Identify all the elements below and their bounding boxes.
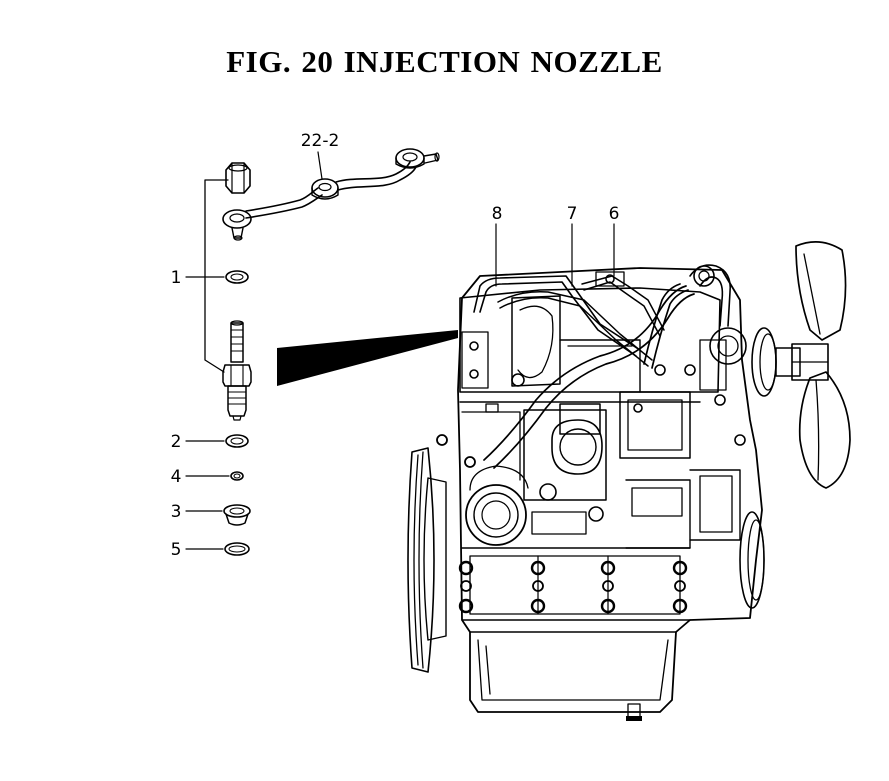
engine-injection-pipes	[473, 271, 665, 367]
exploded-nozzle-assembly: 22-2 1 2 4 3 5	[171, 131, 440, 560]
figure-title: FIG. 20 INJECTION NOZZLE	[226, 44, 663, 79]
callout-8: 8	[492, 204, 503, 224]
callout-2: 2	[171, 432, 182, 452]
leader-bracket-1	[204, 179, 229, 373]
callout-1: 1	[171, 268, 182, 288]
engine-block	[457, 267, 763, 713]
engine-callouts: 8 7 6	[492, 204, 620, 287]
coolant-hoses	[483, 264, 747, 469]
nozzle-holder	[222, 320, 252, 421]
callout-7: 7	[567, 204, 578, 224]
heat-seal-item-3	[223, 504, 251, 526]
location-pointer	[277, 330, 458, 386]
callout-5: 5	[171, 540, 182, 560]
washer-item-1	[225, 270, 249, 284]
injection-pipe	[222, 148, 440, 241]
cooling-fan	[791, 241, 851, 489]
oil-pan	[469, 631, 677, 721]
oil-filter	[465, 465, 529, 546]
o-ring-item-5	[224, 542, 250, 556]
governor-housing	[619, 391, 741, 549]
lower-crankcase	[458, 547, 691, 621]
cylinder-head	[459, 287, 721, 393]
washer-item-2	[225, 434, 249, 448]
crank-pulley	[407, 447, 447, 673]
callout-4: 4	[171, 467, 182, 487]
leader-22-2	[317, 151, 323, 180]
callout-3: 3	[171, 502, 182, 522]
injection-pump-area	[436, 401, 701, 535]
callout-22-2: 22-2	[301, 131, 340, 151]
callout-6: 6	[609, 204, 620, 224]
water-pump-pulley	[739, 327, 801, 609]
washer-item-4	[230, 471, 244, 481]
engine-illustration	[407, 241, 851, 721]
hex-nut	[225, 162, 251, 194]
